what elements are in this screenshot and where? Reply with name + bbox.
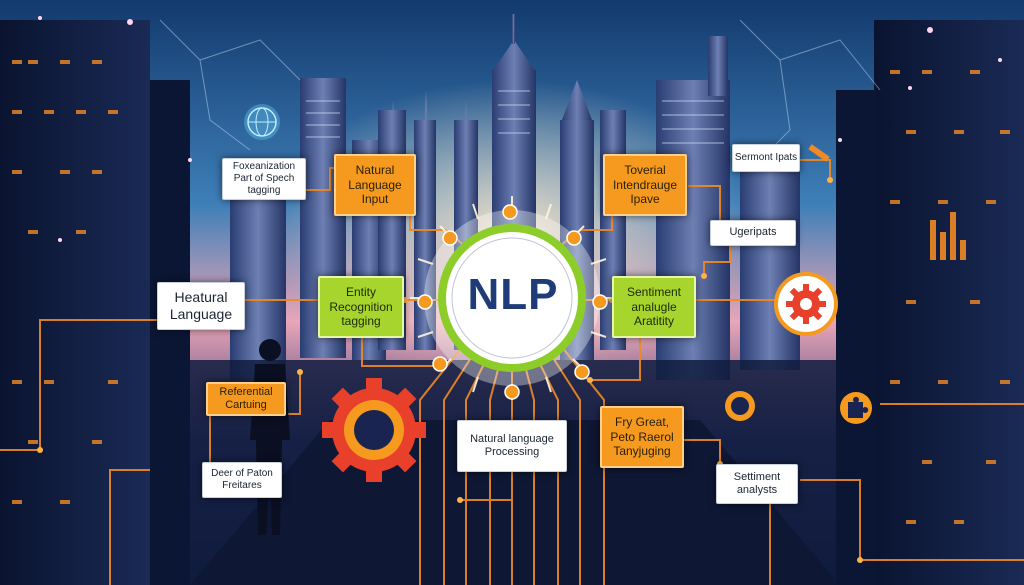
gear-icon (774, 272, 838, 336)
hub-badges (417, 204, 608, 400)
node-natural-language-processing: Natural language Processing (457, 420, 567, 472)
rack-lights-right (890, 70, 1010, 524)
ring-icon (725, 391, 755, 421)
puzzle-icon (840, 392, 872, 424)
node-entity-recognition: Entity Recognition tagging (318, 276, 404, 338)
node-user-inputs: Ugeripats (710, 220, 796, 246)
node-natural-language-input: Natural Language Input (334, 154, 416, 216)
server-rack-left (0, 20, 190, 585)
node-sentiment-analysis: Settiment analysts (716, 464, 798, 504)
sparkles (38, 16, 1002, 242)
node-toverial-interface: Toverial Intendrauge Ipave (603, 154, 687, 216)
node-tokenization: Foxeanization Part of Spech tagging (222, 158, 306, 200)
node-heatural-language: Heatural Language (157, 282, 245, 330)
node-sentiment-inputs: Sermont Ipats (732, 144, 800, 172)
node-referential-carting: Referential Cartuing (206, 382, 286, 416)
node-deep-patch-features: Deer of Paton Freitares (202, 462, 282, 498)
nlp-hub (410, 196, 614, 400)
pencil-icon (808, 144, 830, 162)
node-fry-great: Fry Great, Peto Raerol Tanyjuging (600, 406, 684, 468)
window-lights (306, 90, 724, 144)
globe-icon (244, 104, 280, 140)
server-rack-right (836, 20, 1024, 585)
node-sentiment-analysis-green: Sentiment analugle Aratitity (612, 276, 696, 338)
gear-cog-icon (322, 378, 426, 482)
nlp-hub-label: NLP (467, 270, 559, 319)
rack-lights-left (12, 60, 118, 504)
